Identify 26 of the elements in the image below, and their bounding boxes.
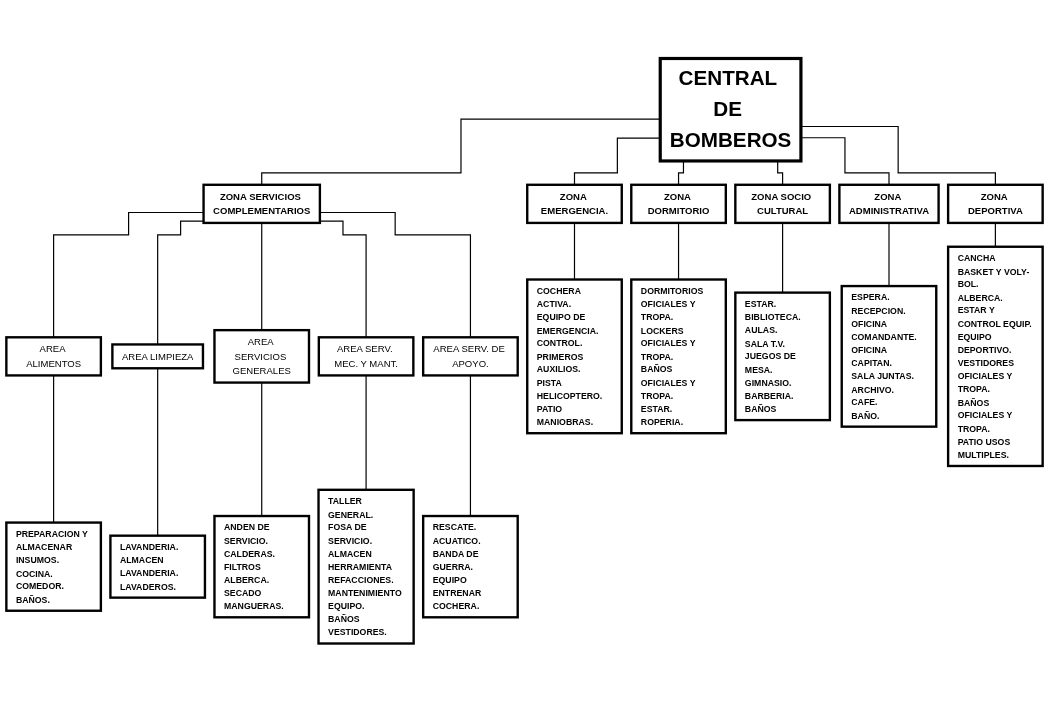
node-box: ZONA ADMINISTRATIVA	[838, 183, 940, 225]
node-box: AREA ALIMENTOS	[5, 336, 103, 377]
node-box: RESCATE. ACUATICO. BANDA DE GUERRA. EQUIPO ENTRENAR COCHERA.	[422, 514, 519, 619]
node-box: ESPERA. RECEPCION. OFICINA COMANDANTE. OFICINA CAPITAN. SALA JUNTAS. ARCHIVO. CAFE. BAÑO.	[840, 284, 938, 428]
node-box: AREA SERVICIOS GENERALES	[213, 328, 311, 384]
node-box: CANCHA BASKET Y VOLY-BOL. ALBERCA. ESTAR Y CONTROL EQUIP. EQUIPO DEPORTIVO. VESTIDORES OFICIALES Y TROPA. BAÑOS OFICIALES Y TROPA. PATIO USOS MULTIPLES.	[946, 245, 1044, 468]
node-box: DORMITORIOS OFICIALES Y TROPA. LOCKERS OFICIALES Y TROPA. BAÑOS OFICIALES Y TROPA. ESTAR. ROPERIA.	[630, 278, 727, 435]
node-box: ZONA EMERGENCIA.	[526, 183, 623, 225]
node-box: ZONA SOCIO CULTURAL	[734, 183, 832, 225]
node-box: AREA SERV. DE APOYO.	[422, 336, 519, 377]
node-box: CENTRAL DE BOMBEROS	[658, 56, 803, 163]
connector	[261, 222, 263, 331]
node-box: LAVANDERIA. ALMACEN LAVANDERIA. LAVADEROS.	[109, 534, 207, 599]
node-box: AREA SERV. MEC. Y MANT.	[317, 336, 415, 377]
node-box: TALLER GENERAL. FOSA DE SERVICIO. ALMACEN HERRAMIENTA REFACCIONES. MANTENIMIENTO EQUIPO. BAÑOS VESTIDORES.	[317, 488, 415, 645]
node-box: ZONA SERVICIOS COMPLEMENTARIOS	[202, 183, 322, 225]
node-box: ZONA DORMITORIO	[630, 183, 727, 225]
node-box: ANDEN DE SERVICIO. CALDERAS. FILTROS ALBERCA. SECADO MANGUERAS.	[213, 514, 311, 619]
node-box: AREA LIMPIEZA	[111, 343, 205, 370]
node-box: COCHERA ACTIVA. EQUIPO DE EMERGENCIA. CONTROL. PRIMEROS AUXILIOS. PISTA HELICOPTERO. PATIO MANIOBRAS.	[526, 278, 623, 435]
node-box: ZONA DEPORTIVA	[946, 183, 1044, 225]
node-box: PREPARACION Y ALMACENAR INSUMOS. COCINA. COMEDOR. BAÑOS.	[5, 521, 103, 612]
node-box: ESTAR. BIBLIOTECA. AULAS. SALA T.V. JUEGOS DE MESA. GIMNASIO. BARBERIA. BAÑOS	[734, 291, 832, 422]
connector	[319, 211, 472, 338]
connector	[888, 222, 890, 287]
connector	[319, 220, 367, 338]
